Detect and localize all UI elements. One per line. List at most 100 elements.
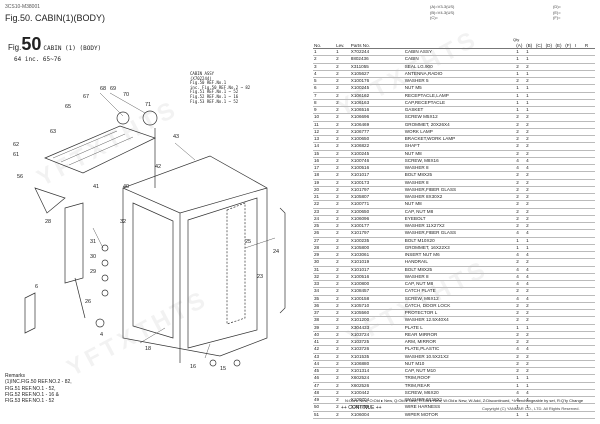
table-cell: WASHER 8 — [403, 179, 516, 187]
table-cell: 37 — [313, 309, 336, 318]
table-cell: 42 — [313, 345, 336, 354]
table-cell: X100516 — [349, 164, 404, 173]
table-cell: 2 — [335, 208, 350, 216]
table-cell: X108457 — [349, 287, 404, 296]
table-cell: 2 — [525, 287, 535, 296]
table-cell — [574, 164, 584, 173]
table-cell — [574, 63, 584, 71]
table-cell — [554, 229, 565, 238]
table-cell — [583, 309, 595, 318]
table-cell — [574, 157, 584, 166]
cabin-front-window — [187, 197, 258, 349]
table-cell — [554, 63, 565, 71]
table-cell — [554, 70, 565, 79]
callout-label: 6 — [35, 284, 38, 290]
table-cell: 2 — [335, 389, 350, 398]
assy-line: Fig.51 REF.No.1 ~ 52 — [190, 89, 239, 95]
table-cell — [583, 345, 595, 354]
table-cell: X106004 — [349, 411, 404, 419]
table-cell — [583, 208, 595, 216]
table-cell — [554, 411, 565, 419]
wiper-motor — [24, 292, 36, 334]
table-cell — [564, 287, 575, 296]
table-cell: 2 — [335, 142, 350, 151]
table-cell — [564, 403, 575, 412]
table-cell — [564, 171, 575, 180]
table-cell: 2 — [335, 63, 350, 71]
table-cell: X100704 — [349, 396, 404, 405]
table-cell — [564, 324, 575, 332]
table-cell: PLATE,PLASTIC — [403, 345, 516, 354]
table-cell — [574, 229, 584, 238]
table-cell: 2 — [335, 338, 350, 347]
table-cell — [544, 396, 555, 405]
table-cell: X100516 — [349, 273, 404, 282]
table-cell — [554, 309, 565, 318]
table-cell: 4 — [525, 295, 535, 303]
table-cell — [564, 338, 575, 347]
callout-label: 41 — [93, 184, 99, 190]
table-cell — [534, 345, 545, 354]
table-cell — [564, 273, 575, 282]
table-cell: X100173 — [349, 179, 404, 187]
table-cell: 2 — [515, 309, 526, 318]
table-cell — [564, 396, 575, 405]
table-cell: 2 — [335, 179, 350, 187]
table-cell: 4 — [515, 295, 526, 303]
column-header — [403, 38, 516, 49]
table-cell: 2 — [515, 135, 526, 144]
table-cell — [534, 280, 545, 289]
table-cell: CATCH PLATE — [403, 287, 516, 296]
table-cell: X106096 — [349, 215, 404, 224]
table-cell: X101314 — [349, 367, 404, 376]
table-cell — [583, 179, 595, 187]
figure-title: Fig.50. CABIN(1)(BODY) — [5, 13, 106, 23]
table-cell — [574, 222, 584, 231]
table-cell: GASKET — [403, 106, 516, 115]
table-cell: 1 — [525, 84, 535, 93]
table-cell: 2 — [525, 200, 535, 209]
table-cell: 4 — [515, 273, 526, 282]
table-cell: 44 — [313, 360, 336, 369]
table-cell — [554, 295, 565, 303]
table-cell: X100245 — [349, 150, 404, 158]
table-cell — [554, 396, 565, 405]
table-cell — [564, 157, 575, 166]
table-cell: 51 — [313, 411, 336, 419]
table-cell — [534, 244, 545, 253]
table-cell — [554, 302, 565, 311]
table-cell: 28 — [313, 244, 336, 253]
callout-label: 71 — [145, 102, 151, 108]
table-cell — [544, 382, 555, 390]
callout-label: 25 — [245, 239, 251, 245]
table-cell — [534, 258, 545, 267]
table-cell: SCREW M5X12 — [403, 113, 516, 122]
table-cell — [583, 70, 595, 79]
table-cell: X100235 — [349, 237, 404, 245]
table-cell: BOLT M8X25 — [403, 171, 516, 180]
table-cell: 2 — [335, 77, 350, 86]
table-cell — [534, 157, 545, 166]
table-cell — [574, 150, 584, 158]
table-cell — [554, 106, 565, 115]
washer — [101, 274, 109, 282]
table-cell: WASHER 8 — [403, 164, 516, 173]
table-cell: 2 — [335, 157, 350, 166]
table-cell — [554, 200, 565, 209]
table-cell — [554, 128, 565, 137]
table-cell: 33 — [313, 280, 336, 289]
table-cell: 2 — [525, 121, 535, 129]
table-cell — [574, 171, 584, 180]
table-cell — [534, 338, 545, 347]
table-cell — [534, 171, 545, 180]
callout-label: 18 — [145, 346, 151, 352]
table-cell: 1 — [515, 106, 526, 115]
table-cell — [574, 106, 584, 115]
table-cell — [583, 55, 595, 64]
table-cell: 4 — [515, 396, 526, 405]
